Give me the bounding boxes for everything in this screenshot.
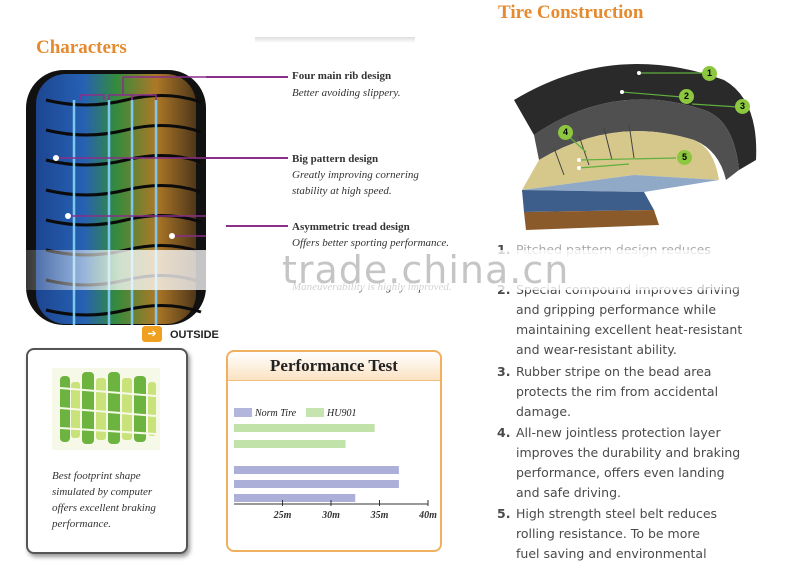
- leader-line-1: [206, 76, 288, 78]
- feature-title: Big pattern design: [292, 153, 379, 165]
- watermark-text: trade.china.cn: [282, 248, 570, 292]
- performance-header: [228, 352, 440, 381]
- outside-label: OUTSIDE: [170, 329, 219, 341]
- x-tick-label: 35m: [370, 510, 389, 521]
- legend-swatch-norm: [234, 408, 252, 417]
- construction-marker-2: 2: [679, 89, 694, 104]
- heading-shadow: [255, 37, 415, 43]
- construction-marker-3: 3: [735, 99, 750, 114]
- arrow-right-icon: ➔: [142, 326, 162, 342]
- feature-title: Four main rib design: [292, 70, 392, 82]
- performance-chart: Norm Tire HU901 25m 30m 35m 40m: [234, 408, 437, 521]
- footprint-caption: Best footprint shape simulated by comput…: [52, 468, 182, 532]
- list-line: performance, offers even landing: [516, 465, 725, 480]
- list-line: damage.: [516, 404, 572, 419]
- tire-cross-section: [514, 64, 757, 230]
- list-number: 4.: [497, 425, 511, 440]
- leader-line-3: [226, 225, 288, 227]
- list-line: improves the durability and braking: [516, 445, 741, 460]
- list-line: and gripping performance while: [516, 302, 717, 317]
- footprint-image: [52, 368, 160, 450]
- feature-desc: stability at high speed.: [292, 185, 392, 197]
- bar-hu901-0: [234, 424, 375, 432]
- list-line: fuel saving and environmental: [516, 546, 707, 561]
- chart-title: Performance Test: [270, 356, 398, 375]
- feature-desc: Offers better sporting performance.: [292, 237, 450, 249]
- caption-line: simulated by computer: [52, 486, 153, 498]
- caption-line: performance.: [52, 518, 111, 530]
- feature-big-pattern: Big pattern design Greatly improving cor…: [292, 153, 512, 199]
- legend-label-norm: Norm Tire: [254, 408, 297, 419]
- bar-norm-2: [234, 494, 356, 502]
- caption-line: offers excellent braking: [52, 502, 156, 514]
- list-line: Rubber stripe on the bead area: [516, 364, 712, 379]
- list-line: and wear-resistant ability.: [516, 342, 677, 357]
- caption-line: Best footprint shape: [52, 470, 141, 482]
- list-line: All-new jointless protection layer: [516, 425, 721, 440]
- list-number: 5.: [497, 506, 511, 521]
- list-line: maintaining excellent heat-resistant: [516, 322, 743, 337]
- list-line: rolling resistance. To be more: [516, 526, 700, 541]
- construction-marker-4: 4: [558, 125, 573, 140]
- feature-desc: Better avoiding slippery.: [292, 87, 401, 99]
- construction-marker-1: 1: [702, 66, 717, 81]
- watermark-band: [0, 250, 800, 290]
- list-line: and safe driving.: [516, 485, 621, 500]
- list-number: 3.: [497, 364, 511, 379]
- legend-label-hu901: HU901: [326, 408, 356, 419]
- feature-title: Asymmetric tread design: [292, 221, 410, 233]
- construction-heading: Tire Construction: [498, 2, 644, 23]
- leader-line-2: [206, 157, 288, 159]
- bar-hu901-1: [234, 440, 346, 448]
- characters-heading: Characters: [36, 37, 127, 58]
- construction-marker-5: 5: [677, 150, 692, 165]
- performance-card: Performance Test Norm Tire HU901 25m 30m 35m…: [226, 350, 442, 552]
- feature-desc: Greatly improving cornering: [292, 169, 419, 181]
- list-line: High strength steel belt reduces: [516, 506, 718, 521]
- x-tick-label: 30m: [321, 510, 340, 521]
- legend-swatch-hu901: [306, 408, 324, 417]
- feature-four-rib: Four main rib design Better avoiding sli…: [292, 70, 512, 101]
- list-line: protects the rim from accidental: [516, 384, 719, 399]
- bar-norm-0: [234, 466, 399, 474]
- footprint-card: Best footprint shape simulated by comput…: [26, 348, 188, 554]
- x-tick-label: 25m: [273, 510, 292, 521]
- x-tick-label: 40m: [418, 510, 437, 521]
- bar-norm-1: [234, 480, 399, 488]
